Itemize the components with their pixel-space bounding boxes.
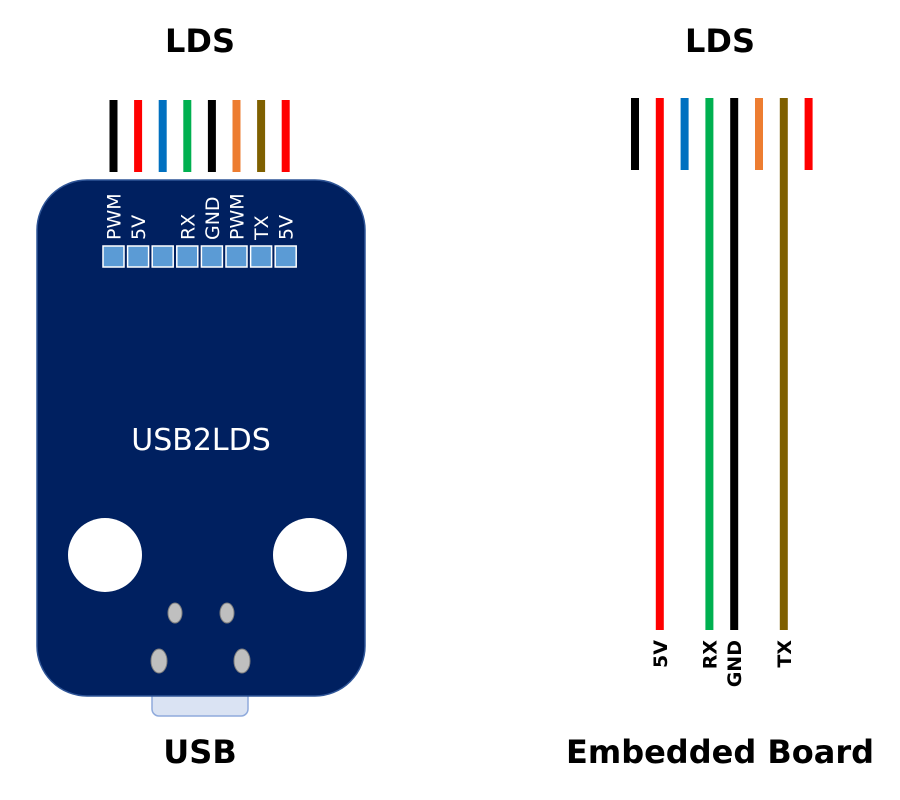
pin-pad-8: [274, 245, 297, 268]
board-name: USB2LDS: [131, 423, 271, 458]
pin-pad-1: [102, 245, 125, 268]
pin-pad-4: [176, 245, 199, 268]
wire-label-2: 5V: [650, 640, 672, 668]
pin-label-4: RX: [177, 214, 199, 240]
pin-pad-3: [151, 245, 174, 268]
pin-label-7: TX: [251, 215, 273, 241]
wire-label-7: TX: [774, 640, 796, 668]
wire-label-5: GND: [724, 640, 746, 687]
pin-pad-6: [225, 245, 248, 268]
mounting-hole-left: [68, 518, 142, 592]
left-lds-title: LDS: [165, 22, 235, 60]
led-bottom-left: [150, 648, 168, 674]
pin-pad-5: [200, 245, 224, 268]
pin-label-2: 5V: [128, 215, 150, 240]
pin-label-5: GND: [202, 196, 224, 240]
embedded-board-label: Embedded Board: [565, 733, 875, 771]
pin-label-6: PWM: [227, 193, 249, 240]
left-wire-group: [109, 100, 290, 172]
led-bottom-right: [233, 648, 251, 674]
led-top-right: [219, 602, 235, 624]
pin-pad-7: [249, 245, 273, 268]
right-lds-title: LDS: [685, 22, 755, 60]
usb-label: USB: [163, 733, 237, 771]
pin-label-1: PWM: [104, 193, 126, 240]
pin-pad-2: [126, 245, 150, 268]
mounting-hole-right: [273, 518, 347, 592]
pin-label-8: 5V: [276, 215, 298, 240]
wire-label-4: RX: [699, 640, 721, 670]
led-top-left: [167, 602, 183, 624]
right-wire-group: [631, 98, 813, 630]
pin-pad-group: [102, 245, 297, 268]
